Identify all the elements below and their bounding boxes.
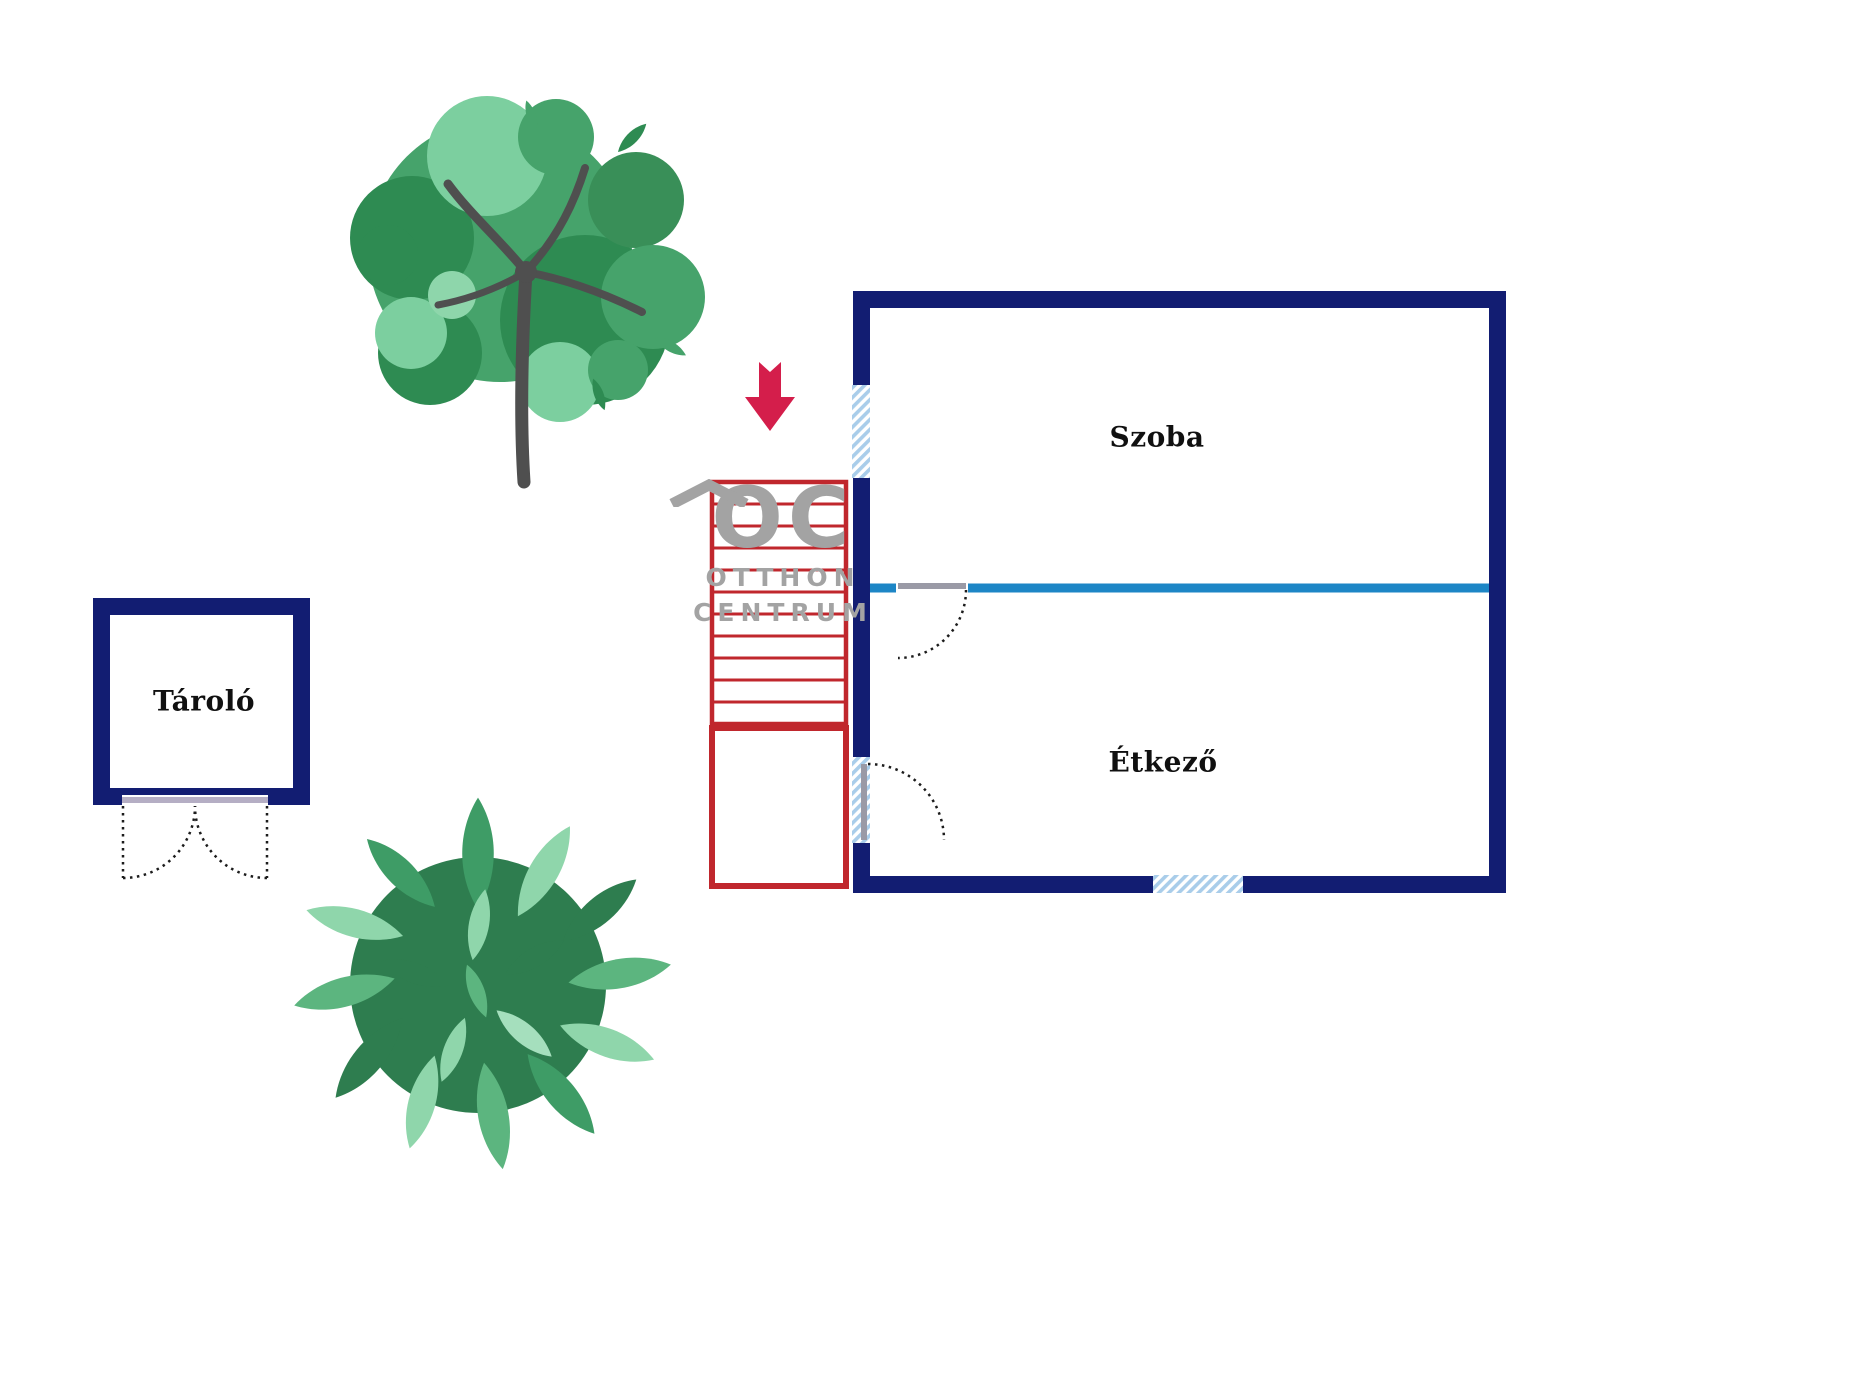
- room-label-tarolo: Tároló: [152, 684, 256, 718]
- window-etkezo-bottom: [1153, 875, 1243, 893]
- window-szoba-left: [852, 385, 870, 478]
- door-arc-etkezo: [861, 762, 946, 841]
- entrance-arrow-icon: [745, 362, 795, 431]
- tarolo-outline: [93, 598, 310, 805]
- tarolo-double-door: [121, 795, 269, 880]
- staircase: [709, 479, 849, 727]
- tree-illustration: [350, 96, 705, 489]
- room-label-szoba: Szoba: [1109, 420, 1205, 454]
- terrace-outline: [709, 725, 849, 889]
- door-arc-divider: [896, 582, 968, 660]
- bush-illustration: [290, 797, 674, 1172]
- room-label-etkezo: Étkező: [1108, 745, 1218, 779]
